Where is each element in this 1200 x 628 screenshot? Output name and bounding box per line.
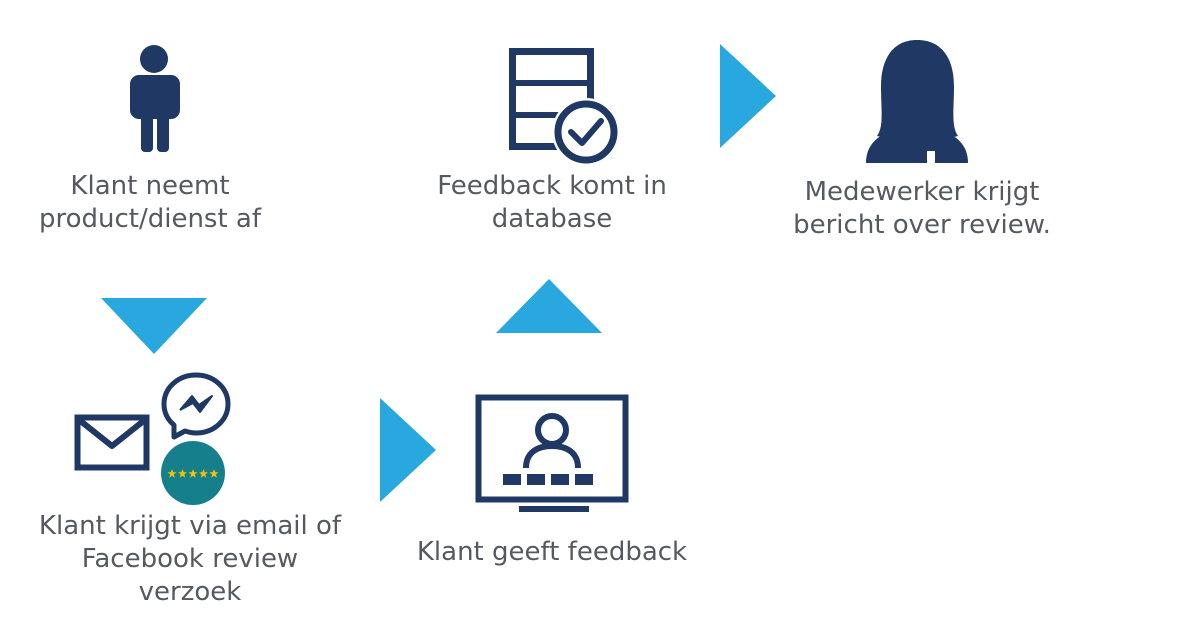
arrow-right [720, 44, 776, 148]
person-icon [130, 45, 180, 152]
monitor-user-icon [475, 394, 629, 512]
woman-icon [866, 40, 968, 163]
arrow-right [380, 398, 436, 502]
arrow-up [496, 279, 602, 333]
step-label-employee: Medewerker krijgt bericht over review. [793, 177, 1051, 240]
five-star-rating-icon [161, 441, 225, 505]
envelope-icon [74, 414, 150, 471]
step-label-database: Feedback komt in database [437, 171, 667, 234]
step-label-customer: Klant neemt product/dienst af [38, 171, 262, 234]
messenger-icon [161, 372, 231, 440]
step-label-request: Klant krijgt via email of Facebook revie… [38, 511, 342, 607]
database-check-icon [509, 48, 620, 166]
step-label-feedback: Klant geeft feedback [416, 537, 688, 567]
arrow-down [101, 298, 207, 354]
